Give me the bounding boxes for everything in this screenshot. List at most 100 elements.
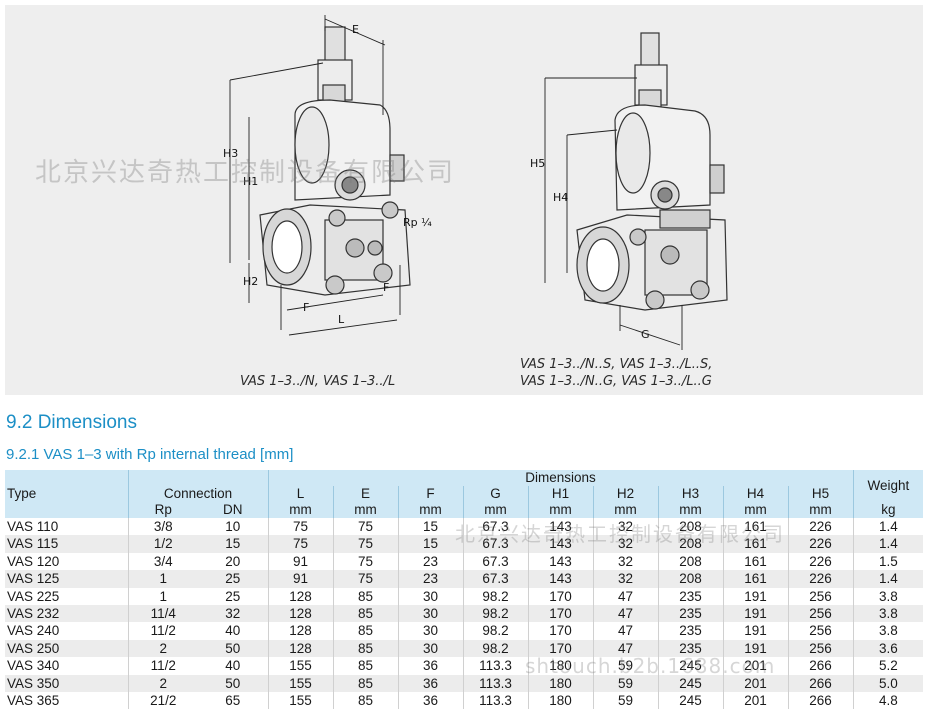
table-cell: 128 <box>267 622 333 640</box>
table-cell: 113.3 <box>462 692 528 710</box>
table-cell-type: VAS 115 <box>5 535 128 553</box>
table-cell: 40 <box>198 622 268 640</box>
table-cell: 47 <box>592 622 658 640</box>
table-cell: 32 <box>592 535 658 553</box>
header-col-DN: DN <box>198 502 268 518</box>
header-col-G: G <box>462 486 528 502</box>
caption-left: VAS 1–3../N, VAS 1–3../L <box>240 374 396 389</box>
table-cell: 266 <box>787 657 854 675</box>
dim-label-H5: H5 <box>530 157 545 170</box>
header-type: Type <box>5 470 128 518</box>
table-cell: 191 <box>722 587 788 606</box>
table-cell: 91 <box>267 552 333 571</box>
unit-H4: mm <box>722 502 788 518</box>
section-title: 9.2 Dimensions <box>6 412 137 433</box>
table-cell-type: VAS 365 <box>5 692 128 710</box>
technical-drawing-panel: E H3 H1 H2 Rp ¼ F F L H5 H4 G VAS 1–3../… <box>5 5 923 395</box>
table-cell: 75 <box>332 552 398 571</box>
table-cell: 161 <box>722 570 788 588</box>
table-cell: 2 <box>127 674 198 693</box>
unit-L: mm <box>267 502 333 518</box>
table-cell: 36 <box>397 692 463 710</box>
table-cell: 15 <box>397 535 463 553</box>
valve-right-drawing <box>576 32 728 311</box>
table-cell: 11/4 <box>127 605 198 623</box>
table-cell: 208 <box>657 518 723 536</box>
table-cell: 128 <box>267 587 333 606</box>
dimensions-table: Type Connection Dimensions Weight L E F … <box>5 470 924 710</box>
table-cell: 98.2 <box>462 605 528 623</box>
table-cell: 143 <box>527 535 593 553</box>
table-cell: 91 <box>267 570 333 588</box>
unit-H2: mm <box>592 502 658 518</box>
dim-label-L: L <box>338 313 345 326</box>
table-cell-type: VAS 232 <box>5 605 128 623</box>
header-connection: Connection <box>127 470 268 502</box>
table-cell-type: VAS 250 <box>5 639 128 658</box>
table-cell: 180 <box>527 692 593 710</box>
dim-label-Rp: Rp ¼ <box>403 216 432 229</box>
table-cell: 98.2 <box>462 622 528 640</box>
table-cell: 23 <box>397 552 463 571</box>
table-cell: 1 <box>127 587 198 606</box>
table-cell: 36 <box>397 657 463 675</box>
header-row-3: Rp DN mm mm mm mm mm mm mm mm mm kg <box>5 502 924 518</box>
table-cell: 47 <box>592 639 658 658</box>
table-cell-type: VAS 350 <box>5 674 128 693</box>
table-cell: 235 <box>657 587 723 606</box>
dimension-lines-right <box>544 77 683 350</box>
table-cell: 59 <box>592 674 658 693</box>
unit-H3: mm <box>657 502 723 518</box>
table-cell-type: VAS 110 <box>5 518 128 536</box>
table-cell: 32 <box>592 570 658 588</box>
table-cell: 1.5 <box>852 552 924 571</box>
table-cell: 36 <box>397 674 463 693</box>
table-cell: 5.0 <box>852 674 924 693</box>
table-cell: 180 <box>527 657 593 675</box>
table-cell: 3.6 <box>852 639 924 658</box>
header-row-1: Type Connection Dimensions Weight <box>5 470 924 518</box>
table-cell: 40 <box>198 657 268 675</box>
table-cell: 32 <box>592 518 658 536</box>
table-cell: 266 <box>787 674 854 693</box>
table-cell: 85 <box>332 692 398 710</box>
table-cell: 75 <box>332 570 398 588</box>
table-cell: 11/2 <box>127 657 198 675</box>
table-cell: 143 <box>527 518 593 536</box>
unit-F: mm <box>397 502 463 518</box>
table-cell: 226 <box>787 535 854 553</box>
unit-G: mm <box>462 502 528 518</box>
dim-label-H2: H2 <box>243 275 258 288</box>
header-col-H3: H3 <box>657 486 723 502</box>
table-cell: 245 <box>657 674 723 693</box>
header-col-F: F <box>397 486 463 502</box>
header-dimensions: Dimensions <box>267 470 854 486</box>
header-col-Rp: Rp <box>127 502 198 518</box>
table-cell: 208 <box>657 535 723 553</box>
header-col-H5: H5 <box>787 486 854 502</box>
table-cell: 143 <box>527 570 593 588</box>
table-cell: 30 <box>397 605 463 623</box>
header-col-L: L <box>267 486 333 502</box>
table-cell: 161 <box>722 552 788 571</box>
table-cell: 25 <box>198 587 268 606</box>
table-cell: 180 <box>527 674 593 693</box>
table-cell: 98.2 <box>462 639 528 658</box>
table-cell: 256 <box>787 622 854 640</box>
table-cell: 21/2 <box>127 692 198 710</box>
table-cell: 208 <box>657 570 723 588</box>
table-cell: 59 <box>592 692 658 710</box>
table-cell: 65 <box>198 692 268 710</box>
table-cell: 3/8 <box>127 518 198 536</box>
table-cell: 85 <box>332 657 398 675</box>
table-cell: 155 <box>267 657 333 675</box>
table-cell: 1.4 <box>852 518 924 536</box>
table-cell: 75 <box>267 535 333 553</box>
table-cell: 85 <box>332 587 398 606</box>
table-cell: 113.3 <box>462 674 528 693</box>
table-cell: 201 <box>722 657 788 675</box>
